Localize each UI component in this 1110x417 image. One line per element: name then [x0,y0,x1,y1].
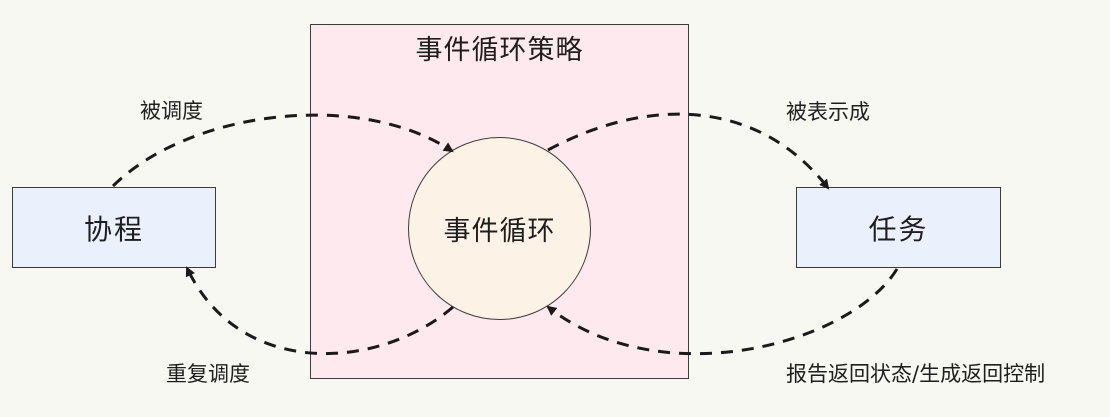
event-loop-node-label: 事件循环 [443,216,556,247]
edge-label-report-status: 报告返回状态/生成返回控制 [786,362,1046,386]
event-loop-strategy-title: 事件循环策略 [415,35,584,66]
edge-label-scheduled: 被调度 [140,99,203,123]
coroutine-node-label: 协程 [83,212,144,246]
task-node: 任务 [796,187,1001,268]
coroutine-node: 协程 [12,187,216,268]
edge-label-reschedule: 重复调度 [166,362,250,386]
event-loop-node: 事件循环 [408,137,591,320]
edge-label-represented-as: 被表示成 [786,100,870,124]
task-node-label: 任务 [868,212,929,246]
